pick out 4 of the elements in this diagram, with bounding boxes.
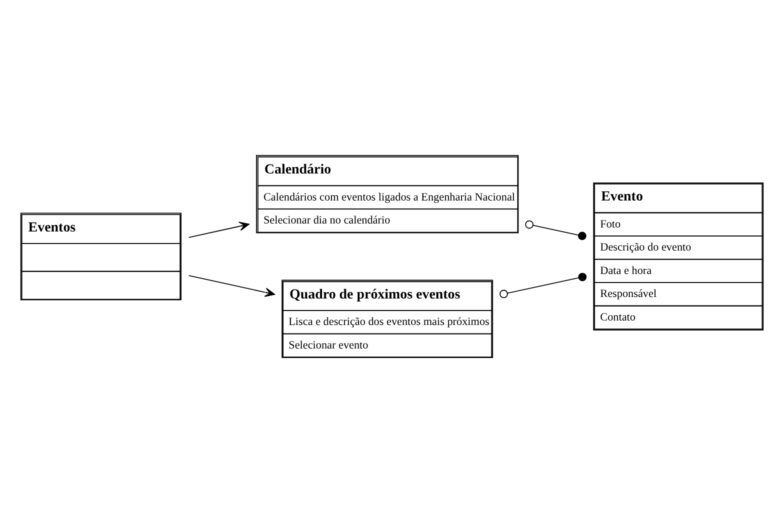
arrow <box>188 221 250 238</box>
arrow <box>188 274 276 296</box>
connector <box>500 272 587 298</box>
connector <box>525 220 586 240</box>
